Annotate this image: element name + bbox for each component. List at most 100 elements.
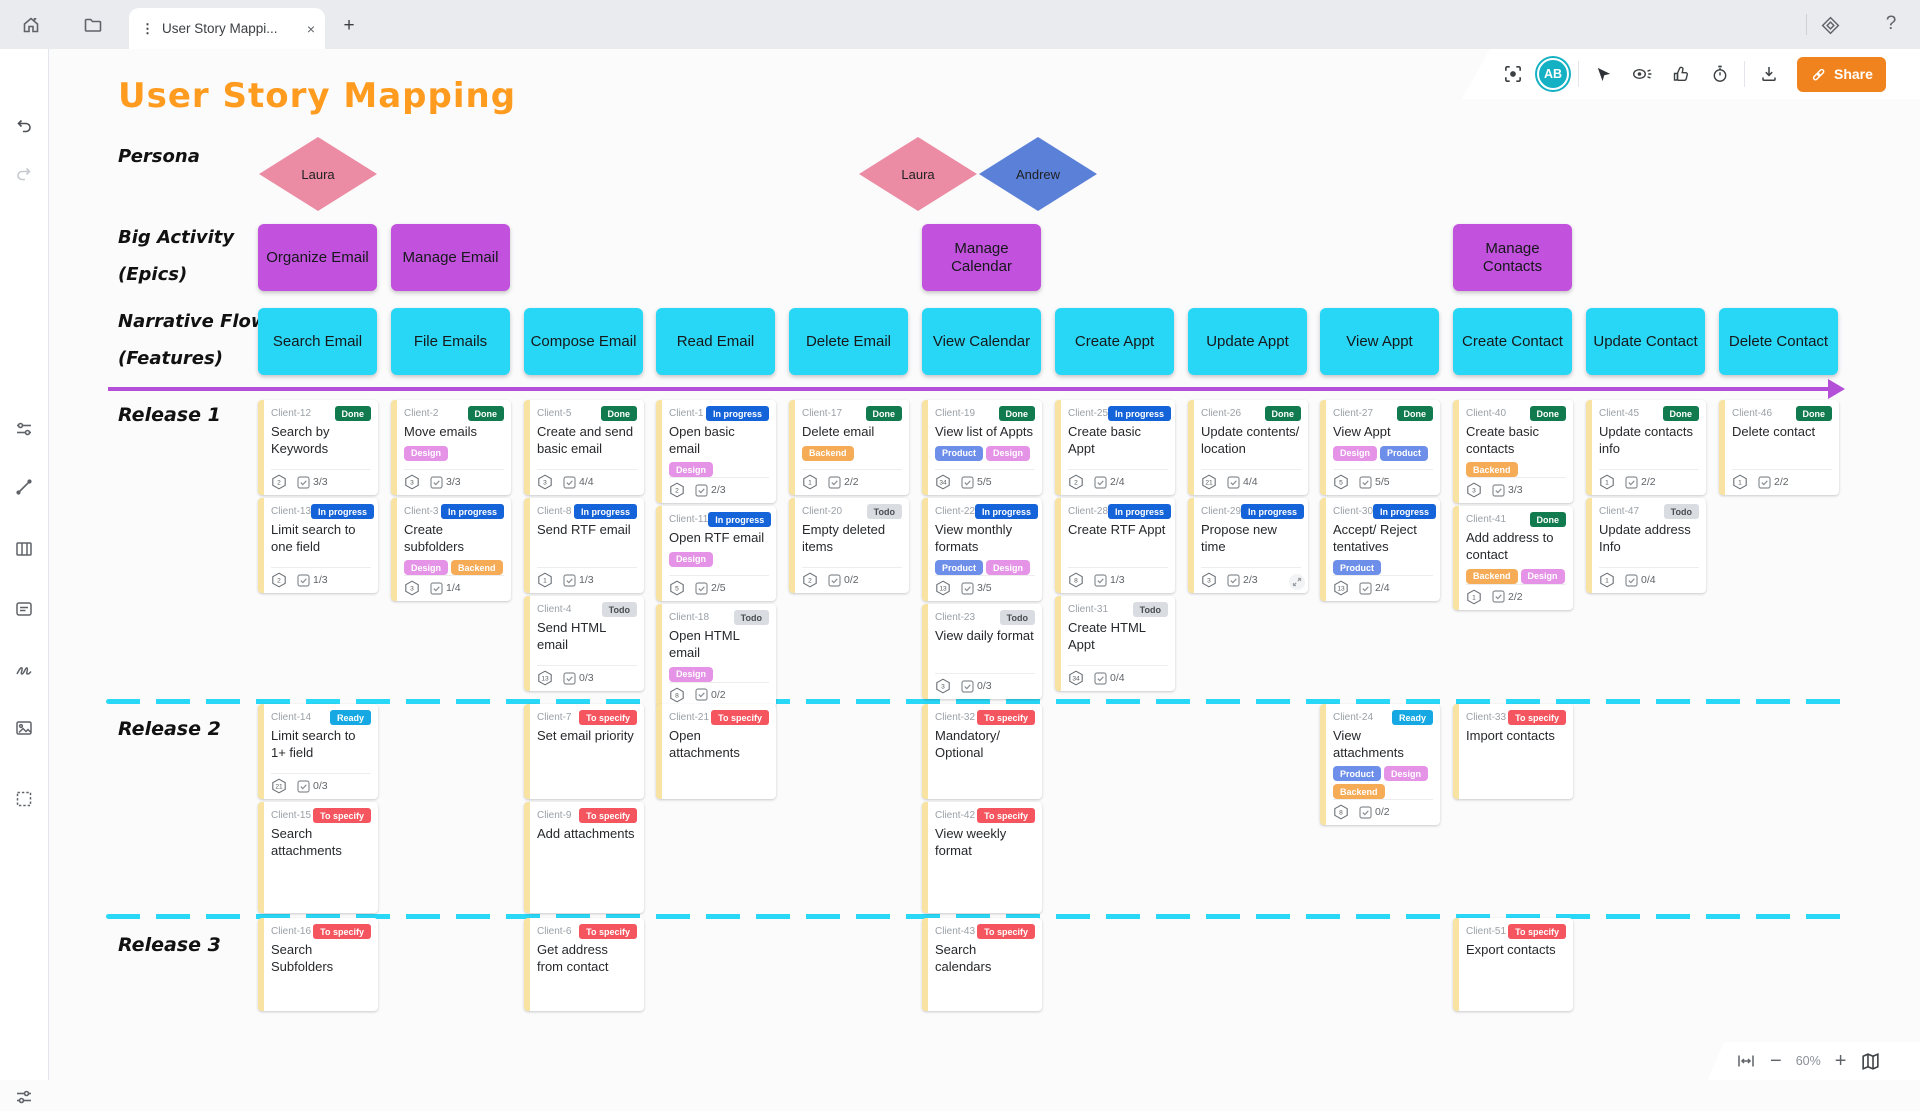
tag-design[interactable]: Design xyxy=(404,446,448,461)
status-badge[interactable]: To specify xyxy=(1508,924,1566,939)
status-badge[interactable]: Done xyxy=(1265,406,1302,421)
status-badge[interactable]: Todo xyxy=(1664,504,1699,519)
tag-design[interactable]: Design xyxy=(669,552,713,567)
zoom-out-button[interactable]: − xyxy=(1770,1052,1782,1070)
tag-product[interactable]: Product xyxy=(1380,446,1428,461)
follow-me-eye-icon[interactable] xyxy=(1627,59,1657,89)
status-badge[interactable]: Done xyxy=(1530,406,1567,421)
status-badge[interactable]: To specify xyxy=(313,924,371,939)
status-badge[interactable]: Todo xyxy=(602,602,637,617)
timer-icon[interactable] xyxy=(1705,59,1735,89)
tag-design[interactable]: Design xyxy=(669,462,713,477)
minimap-icon[interactable] xyxy=(1860,1051,1881,1072)
redo-icon[interactable] xyxy=(10,159,38,187)
status-badge[interactable]: To specify xyxy=(579,924,637,939)
reactions-thumbs-up-icon[interactable] xyxy=(1666,59,1696,89)
tag-design[interactable]: Design xyxy=(404,560,448,575)
status-badge[interactable]: Done xyxy=(1796,406,1833,421)
feature-card[interactable]: View Calendar xyxy=(922,308,1041,375)
status-badge[interactable]: Todo xyxy=(1000,610,1035,625)
status-badge[interactable]: Todo xyxy=(867,504,902,519)
status-badge[interactable]: In progress xyxy=(706,406,769,421)
release-label-3[interactable]: Release 3 xyxy=(118,934,221,956)
status-badge[interactable]: Done xyxy=(999,406,1036,421)
focus-mode-icon[interactable] xyxy=(1498,59,1528,89)
canvas-settings-icon[interactable] xyxy=(10,1083,38,1111)
persona-diamond-laura-1[interactable]: Laura xyxy=(859,137,977,211)
epic-card[interactable]: Manage Calendar xyxy=(922,224,1041,291)
tag-product[interactable]: Product xyxy=(1333,560,1381,575)
download-icon[interactable] xyxy=(1754,59,1784,89)
epics-row-label-line1[interactable]: Big Activity xyxy=(118,227,234,248)
feature-card[interactable]: View Appt xyxy=(1320,308,1439,375)
status-badge[interactable]: In progress xyxy=(708,512,771,527)
whiteboard-canvas[interactable]: User Story Mapping Persona Big Activity … xyxy=(0,0,1920,1080)
tag-backend[interactable]: Backend xyxy=(1466,569,1518,584)
features-row-label-line1[interactable]: Narrative Flow xyxy=(118,311,268,332)
tag-product[interactable]: Product xyxy=(935,446,983,461)
tag-backend[interactable]: Backend xyxy=(1466,462,1518,477)
persona-diamond-andrew-2[interactable]: Andrew xyxy=(979,137,1097,211)
epic-card[interactable]: Organize Email xyxy=(258,224,377,291)
status-badge[interactable]: To specify xyxy=(579,808,637,823)
release-label-1[interactable]: Release 1 xyxy=(118,404,221,426)
feature-card[interactable]: File Emails xyxy=(391,308,510,375)
frame-tool-icon[interactable] xyxy=(10,535,38,563)
select-area-tool-icon[interactable] xyxy=(10,785,38,813)
status-badge[interactable]: To specify xyxy=(579,710,637,725)
epic-card[interactable]: Manage Contacts xyxy=(1453,224,1572,291)
status-badge[interactable]: Done xyxy=(1530,512,1567,527)
status-badge[interactable]: To specify xyxy=(1508,710,1566,725)
card-tool-icon[interactable] xyxy=(10,595,38,623)
feature-card[interactable]: Delete Contact xyxy=(1719,308,1838,375)
tag-backend[interactable]: Backend xyxy=(1333,784,1385,799)
connector-tool-icon[interactable] xyxy=(10,415,38,443)
resize-handle-icon[interactable] xyxy=(1289,574,1305,590)
tab-close-icon[interactable]: × xyxy=(307,21,315,37)
release-label-2[interactable]: Release 2 xyxy=(118,718,221,740)
tab-menu-icon[interactable]: ⋮ xyxy=(141,23,154,34)
feature-card[interactable]: Search Email xyxy=(258,308,377,375)
status-badge[interactable]: To specify xyxy=(977,924,1035,939)
avatar[interactable]: AB xyxy=(1537,58,1569,90)
status-badge[interactable]: Done xyxy=(866,406,903,421)
feature-card[interactable]: Delete Email xyxy=(789,308,908,375)
tag-design[interactable]: Design xyxy=(1384,766,1428,781)
laser-pointer-icon[interactable] xyxy=(1588,59,1618,89)
status-badge[interactable]: Done xyxy=(468,406,505,421)
line-tool-icon[interactable] xyxy=(10,473,38,501)
feature-card[interactable]: Update Contact xyxy=(1586,308,1705,375)
new-tab-button[interactable]: + xyxy=(336,13,362,39)
tag-product[interactable]: Product xyxy=(1333,766,1381,781)
features-row-label-line2[interactable]: (Features) xyxy=(118,348,223,369)
tag-design[interactable]: Design xyxy=(669,667,713,682)
